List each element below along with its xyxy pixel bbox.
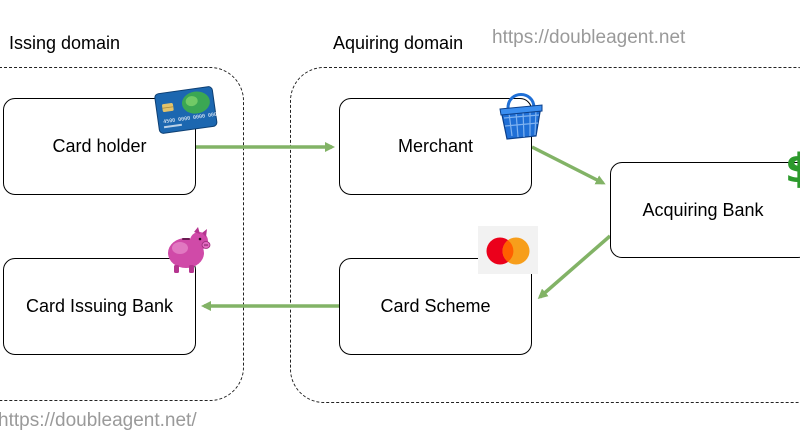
issuing-domain-label: Issing domain	[9, 33, 121, 53]
svg-text:$: $	[785, 146, 800, 190]
acquiring-bank-label: Acquiring Bank	[642, 199, 764, 220]
issuing-domain-container	[0, 67, 244, 401]
credit-card-icon: 4500 0000 0000 0000	[154, 86, 219, 134]
card-issuing-bank-node: Card Issuing Bank	[3, 258, 196, 355]
piggy-bank-icon	[168, 227, 211, 273]
card-holder-label: Card holder	[52, 136, 147, 156]
dollar-icon: $	[785, 146, 800, 190]
acquiring-bank-node: Acquiring Bank	[610, 162, 800, 258]
card-scheme-label: Card Scheme	[380, 296, 491, 316]
acquiring-domain-label: Aquiring domain	[333, 33, 464, 53]
card-scheme-node: Card Scheme	[339, 258, 532, 355]
merchant-node: Merchant	[339, 98, 532, 195]
merchant-label: Merchant	[397, 136, 474, 156]
shopping-basket-icon	[499, 93, 543, 140]
card-issuing-bank-label: Card Issuing Bank	[25, 296, 174, 316]
watermark-bottom: https://doubleagent.net/	[0, 410, 197, 431]
acquiring-domain-container	[290, 67, 800, 403]
watermark-top: https://doubleagent.net	[492, 27, 686, 48]
mastercard-logo-icon	[478, 226, 538, 274]
